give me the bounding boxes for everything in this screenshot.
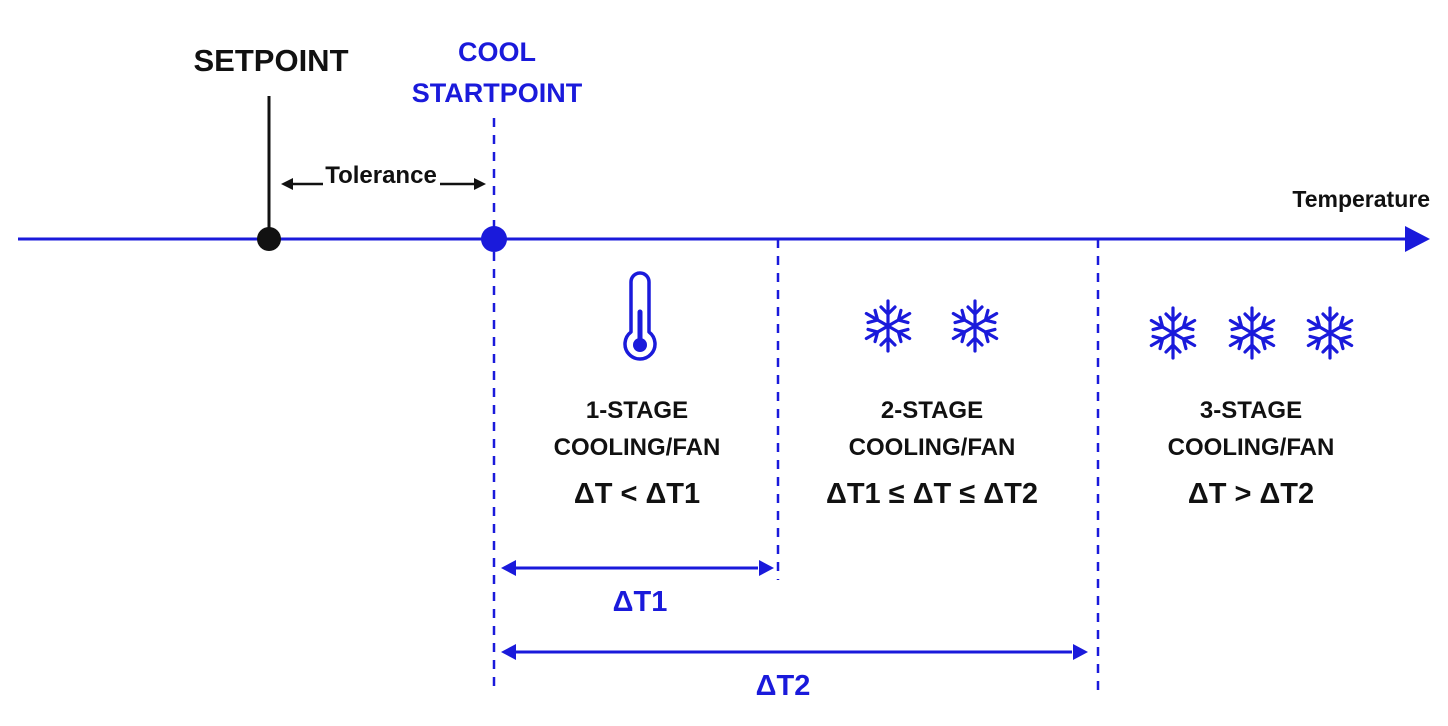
delta-t2-label: ΔT2 xyxy=(756,670,811,702)
delta-t2-arrowhead-right-icon xyxy=(1073,644,1088,660)
setpoint-dot xyxy=(257,227,281,251)
stage-2-title-line1: 2-STAGE xyxy=(881,397,983,424)
delta-t1-arrowhead-left-icon xyxy=(501,560,516,576)
snowflake-icon xyxy=(861,299,915,353)
snowflake-icon xyxy=(1303,306,1357,360)
cool-startpoint-label-line1: COOL xyxy=(458,37,536,67)
cool-startpoint-label-line2: STARTPOINT xyxy=(412,78,583,108)
delta-t1-label: ΔT1 xyxy=(613,586,668,618)
stage-3-title-line1: 3-STAGE xyxy=(1200,397,1302,424)
tolerance-label: Tolerance xyxy=(325,162,437,189)
cool-startpoint-dot xyxy=(481,226,507,252)
tolerance-arrowhead-left-icon xyxy=(281,178,293,190)
snowflake-icon xyxy=(1225,306,1279,360)
delta-t1-arrowhead-right-icon xyxy=(759,560,774,576)
snowflake-icon xyxy=(948,299,1002,353)
stage-1-condition: ΔT < ΔT1 xyxy=(574,478,700,510)
stage-3-condition: ΔT > ΔT2 xyxy=(1188,478,1314,510)
delta-t2-arrowhead-left-icon xyxy=(501,644,516,660)
stage-2-title-line2: COOLING/FAN xyxy=(849,434,1016,461)
stage-1-title-line2: COOLING/FAN xyxy=(554,434,721,461)
setpoint-label: SETPOINT xyxy=(193,43,348,78)
snowflake-icon xyxy=(1146,306,1200,360)
axis-label: Temperature xyxy=(1292,186,1430,212)
stage-1-title-line1: 1-STAGE xyxy=(586,397,688,424)
tolerance-arrowhead-right-icon xyxy=(474,178,486,190)
thermometer-icon xyxy=(623,271,657,361)
axis-arrowhead-icon xyxy=(1405,226,1430,252)
stage-2-condition: ΔT1 ≤ ΔT ≤ ΔT2 xyxy=(826,478,1038,510)
stage-3-title-line2: COOLING/FAN xyxy=(1168,434,1335,461)
